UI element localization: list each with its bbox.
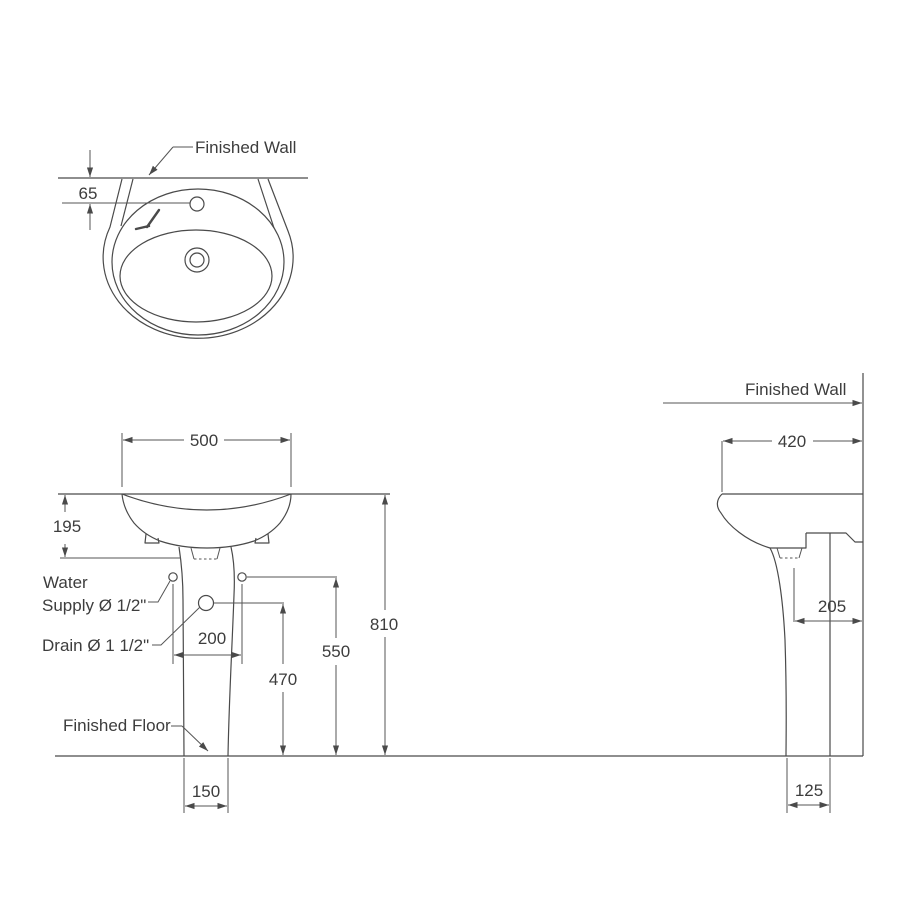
basin-outer-outline bbox=[102, 178, 294, 339]
drain-hole-outer bbox=[184, 247, 210, 273]
basin-inner-rim bbox=[111, 188, 285, 336]
dim-200-label: 200 bbox=[198, 629, 226, 648]
dim-205-label: 205 bbox=[818, 597, 846, 616]
basin-bowl bbox=[119, 229, 273, 323]
recess-side-right bbox=[216, 547, 221, 560]
dim-810-label: 810 bbox=[370, 615, 398, 634]
side-view-wall-label: Finished Wall bbox=[745, 380, 846, 399]
dim-470-label: 470 bbox=[269, 670, 297, 689]
faucet-spout-icon bbox=[134, 224, 151, 231]
drain-hole-inner bbox=[189, 252, 205, 268]
pedestal-right-edge bbox=[227, 546, 235, 757]
basin-deck-edge-right bbox=[257, 178, 275, 229]
top-view-wall-label: Finished Wall bbox=[195, 138, 296, 157]
wall-leader-arrow bbox=[148, 146, 174, 176]
faucet-lever-icon bbox=[145, 208, 161, 229]
basin-inner-rim-arc bbox=[121, 493, 292, 511]
dim-195-label: 195 bbox=[53, 517, 81, 536]
water-supply-hole-left bbox=[168, 572, 178, 582]
drain-leader bbox=[152, 606, 201, 646]
drain-label: Drain Ø 1 1/2" bbox=[42, 636, 149, 655]
dim-65-label: 65 bbox=[79, 184, 98, 203]
dim-150-label: 150 bbox=[192, 782, 220, 801]
dim-550-label: 550 bbox=[322, 642, 350, 661]
pedestal-left-edge bbox=[178, 546, 185, 757]
water-supply-label-line2: Supply Ø 1/2" bbox=[42, 596, 146, 615]
side-pedestal-front-edge bbox=[769, 547, 787, 757]
mount-tab-right bbox=[254, 533, 270, 544]
top-view: 65 Finished Wall bbox=[58, 138, 308, 339]
front-view: 500 195 810 550 470 200 150 Water Supply bbox=[42, 431, 863, 813]
recess-side-left bbox=[190, 547, 195, 560]
water-supply-hole-right bbox=[237, 572, 247, 582]
side-recess-left bbox=[776, 547, 781, 559]
dim-420-label: 420 bbox=[778, 432, 806, 451]
floor-leader-arrow bbox=[181, 725, 209, 752]
side-mount-bracket bbox=[806, 532, 863, 543]
faucet-hole bbox=[189, 196, 205, 212]
dim-125-label: 125 bbox=[795, 781, 823, 800]
water-supply-leader bbox=[148, 580, 171, 603]
side-basin-front-curve bbox=[716, 493, 771, 549]
mount-tab-left bbox=[144, 533, 160, 544]
side-view: Finished Wall 420 205 125 bbox=[663, 373, 864, 813]
side-recess-right bbox=[798, 547, 803, 559]
water-supply-label-line1: Water bbox=[43, 573, 88, 592]
side-basin-underside bbox=[770, 533, 807, 549]
drain-outlet-hole bbox=[197, 594, 215, 612]
finished-floor-label: Finished Floor bbox=[63, 716, 171, 735]
dim-500-label: 500 bbox=[190, 431, 218, 450]
basin-front-outline bbox=[121, 493, 292, 549]
